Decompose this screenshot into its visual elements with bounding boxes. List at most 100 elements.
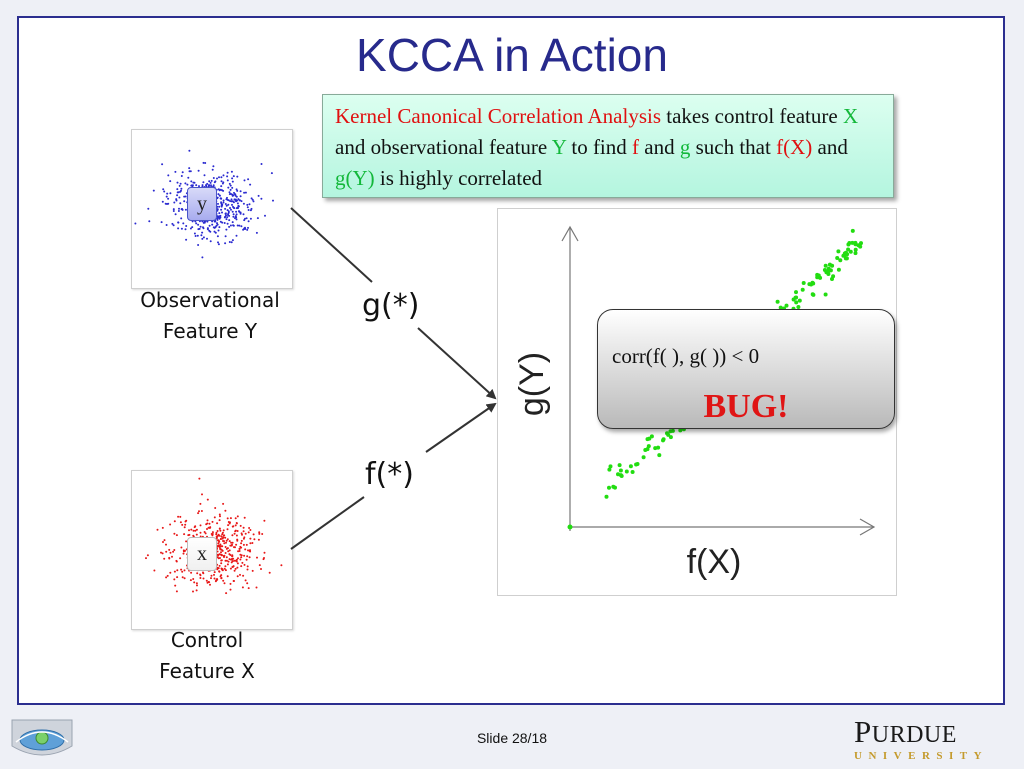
control-point	[236, 566, 239, 569]
control-point	[243, 563, 246, 566]
observational-point	[176, 181, 179, 184]
desl-logo-graphic	[11, 719, 73, 756]
control-point	[219, 557, 221, 559]
observational-point	[246, 206, 249, 209]
control-point	[198, 477, 201, 480]
control-point	[179, 515, 182, 518]
observational-point	[177, 227, 180, 230]
observational-point	[202, 181, 205, 184]
control-point	[221, 554, 223, 557]
observational-point	[217, 193, 220, 196]
control-point	[214, 580, 217, 583]
observational-point	[222, 174, 225, 177]
observational-point	[216, 235, 219, 238]
control-point	[215, 535, 218, 538]
observational-point	[177, 210, 180, 212]
observational-point	[200, 234, 203, 237]
observational-point	[185, 238, 188, 241]
plot-point	[604, 494, 609, 499]
observational-point	[224, 207, 227, 210]
observational-point	[191, 226, 194, 229]
control-point	[242, 574, 245, 577]
observational-point	[247, 178, 250, 181]
observational-point	[202, 161, 205, 164]
plot-point	[613, 485, 617, 490]
observational-point	[176, 194, 179, 197]
observational-point	[217, 202, 219, 205]
observational-point	[225, 204, 228, 207]
observational-point	[184, 195, 187, 198]
control-point	[226, 538, 229, 541]
plot-point	[796, 305, 801, 309]
observational-point	[213, 181, 216, 184]
control-point	[223, 554, 226, 557]
control-point	[182, 549, 185, 552]
control-point	[216, 550, 219, 553]
control-point	[197, 512, 200, 515]
observational-point	[218, 205, 221, 208]
control-point	[236, 530, 239, 532]
control-point	[249, 529, 252, 531]
control-point	[223, 567, 226, 570]
observational-point	[249, 183, 252, 186]
observational-point	[206, 237, 208, 240]
control-point	[236, 562, 239, 565]
observational-point	[248, 203, 251, 206]
observational-point	[222, 189, 225, 192]
control-point	[199, 524, 202, 527]
observational-point	[234, 217, 236, 220]
control-point	[175, 560, 178, 563]
observational-point	[212, 177, 215, 179]
control-point	[168, 557, 171, 560]
control-point	[206, 522, 209, 525]
observational-point	[201, 256, 204, 259]
control-point	[183, 526, 186, 529]
observational-point	[235, 195, 238, 198]
observational-point	[220, 176, 223, 179]
observational-point	[180, 187, 183, 190]
observational-point	[232, 201, 235, 204]
control-point	[220, 562, 223, 565]
control-point	[231, 541, 234, 544]
control-point	[193, 526, 196, 529]
control-point	[227, 524, 230, 527]
control-point	[235, 522, 238, 525]
control-point	[241, 561, 244, 564]
control-point	[184, 523, 187, 526]
plot-point	[624, 469, 629, 474]
control-point	[219, 575, 222, 578]
control-point	[166, 574, 169, 577]
control-point	[201, 493, 203, 496]
control-point	[233, 580, 235, 582]
observational-point	[174, 170, 177, 173]
control-point	[221, 537, 224, 540]
plot-point	[853, 251, 858, 256]
observational-point	[234, 193, 237, 196]
control-point	[219, 538, 222, 540]
observational-point	[232, 194, 235, 197]
observational-point	[203, 221, 206, 224]
plot-point	[853, 240, 858, 245]
callout-x: X	[842, 104, 859, 128]
control-point	[202, 571, 204, 574]
control-point	[248, 527, 251, 529]
observational-point	[227, 186, 230, 189]
observational-point	[233, 191, 235, 194]
observational-point	[226, 216, 229, 219]
control-point	[173, 570, 176, 573]
observational-point	[196, 234, 199, 237]
observational-point	[207, 184, 210, 187]
control-point	[173, 520, 176, 523]
observational-point	[218, 212, 221, 215]
control-point	[245, 558, 248, 561]
purdue-university: UNIVERSITY	[854, 750, 989, 762]
control-point	[200, 510, 203, 512]
control-point	[224, 565, 227, 568]
control-point	[242, 537, 245, 540]
observational-point	[182, 222, 185, 225]
observational-point	[257, 194, 260, 197]
control-point	[236, 539, 239, 542]
observational-point	[184, 228, 187, 231]
observational-point	[220, 201, 223, 204]
control-point	[215, 533, 218, 536]
